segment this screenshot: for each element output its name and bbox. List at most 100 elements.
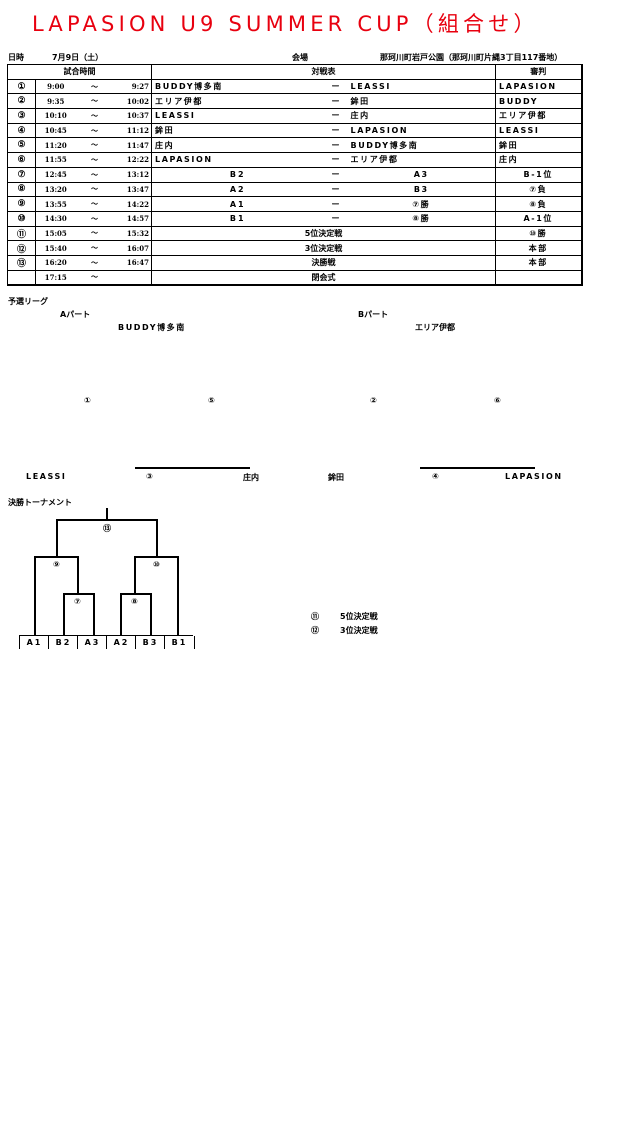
referee: LAPASION [495, 79, 583, 95]
quarter-left-match-no: ⑦ [74, 597, 81, 606]
page-title: LAPASION U9 SUMMER CUP（組合せ） [32, 12, 539, 36]
tilde: 〜 [75, 123, 114, 139]
referee: B-1位 [495, 167, 583, 183]
referee: エリア伊都 [495, 108, 583, 124]
quarter-right-match-no: ⑧ [131, 597, 138, 606]
end-time: 13:47 [113, 182, 152, 198]
referee: ⑦負 [495, 182, 583, 198]
versus-dash: ー [323, 108, 348, 124]
start-time: 13:20 [35, 182, 76, 198]
tilde: 〜 [75, 167, 114, 183]
end-time: 11:12 [113, 123, 152, 139]
event-name: 決勝戦 [151, 255, 496, 271]
match-number: ⑫ [7, 240, 36, 256]
league-b-match-left: ② [370, 396, 377, 405]
referee: 本部 [495, 255, 583, 271]
quarter-left-bar [63, 593, 95, 595]
final-bar [56, 519, 158, 521]
match-number: ⑪ [7, 226, 36, 242]
match-number: ④ [7, 123, 36, 139]
away-team: ⑦勝 [347, 196, 496, 212]
start-time: 11:55 [35, 152, 76, 168]
start-time: 12:45 [35, 167, 76, 183]
home-team: B2 [151, 167, 324, 183]
header-referee: 審判 [495, 64, 583, 80]
versus-dash: ー [323, 182, 348, 198]
tilde: 〜 [75, 137, 114, 154]
referee [495, 270, 583, 287]
end-time: 14:57 [113, 211, 152, 227]
event-name: 閉会式 [151, 270, 496, 287]
end-time: 16:07 [113, 240, 152, 256]
header-match: 対戦表 [151, 64, 496, 80]
league-b-top-team: エリア伊都 [415, 323, 455, 332]
league-a-match-right: ⑤ [208, 396, 215, 405]
start-time: 9:35 [35, 93, 76, 110]
semi-right-match-no: ⑩ [153, 560, 160, 569]
versus-dash: ー [323, 123, 348, 139]
match-number: ② [7, 93, 36, 110]
home-team: B1 [151, 211, 324, 227]
league-b-divider [420, 467, 535, 469]
start-time: 17:15 [35, 270, 76, 287]
away-team: 鉾田 [347, 93, 496, 110]
seed-row-top [19, 635, 193, 636]
seed-slot: B3 [135, 636, 165, 649]
tilde: 〜 [75, 255, 114, 271]
versus-dash: ー [323, 211, 348, 227]
tilde: 〜 [75, 93, 114, 110]
semi-left-outer-leg [34, 556, 36, 636]
final-stem [106, 508, 108, 520]
end-time: 12:22 [113, 152, 152, 168]
versus-dash: ー [323, 79, 348, 95]
match-number: ⑦ [7, 167, 36, 183]
league-b-match-right: ⑥ [494, 396, 501, 405]
venue-value: 那珂川町岩戸公園（那珂川町片縄3丁目117番地） [380, 53, 563, 62]
league-a-label: Aパート [60, 310, 91, 319]
tilde: 〜 [75, 79, 114, 95]
league-a-left-team: LEASSI [26, 472, 67, 481]
versus-dash: ー [323, 196, 348, 212]
start-time: 9:00 [35, 79, 76, 95]
tournament-label: 決勝トーナメント [8, 498, 72, 507]
end-time: 14:22 [113, 196, 152, 212]
home-team: A1 [151, 196, 324, 212]
start-time: 13:55 [35, 196, 76, 212]
league-a-right-team: 庄内 [243, 473, 259, 482]
table-row: 17:15〜閉会式 [7, 270, 583, 287]
tilde: 〜 [75, 211, 114, 227]
semi-right-inner-leg [134, 556, 136, 594]
league-b-match-bottom: ④ [432, 472, 439, 481]
league-label: 予選リーグ [8, 297, 48, 306]
end-time: 13:12 [113, 167, 152, 183]
tilde: 〜 [75, 182, 114, 198]
event-name: 3位決定戦 [151, 240, 496, 256]
referee: 庄内 [495, 152, 583, 168]
semi-right-outer-leg [177, 556, 179, 636]
versus-dash: ー [323, 137, 348, 154]
start-time: 10:45 [35, 123, 76, 139]
referee: 本部 [495, 240, 583, 256]
end-time: 10:37 [113, 108, 152, 124]
date-value: 7月9日（土） [52, 53, 104, 62]
end-time: 16:47 [113, 255, 152, 271]
referee: ⑩勝 [495, 226, 583, 242]
end-time: 9:27 [113, 79, 152, 95]
versus-dash: ー [323, 167, 348, 183]
home-team: 庄内 [151, 137, 324, 154]
end-time: 15:32 [113, 226, 152, 242]
seed-slot: A2 [106, 636, 136, 649]
match-number: ⑬ [7, 255, 36, 271]
home-team: 鉾田 [151, 123, 324, 139]
quarter-right-leg-a [120, 593, 122, 636]
quarter-right-leg-b [150, 593, 152, 636]
